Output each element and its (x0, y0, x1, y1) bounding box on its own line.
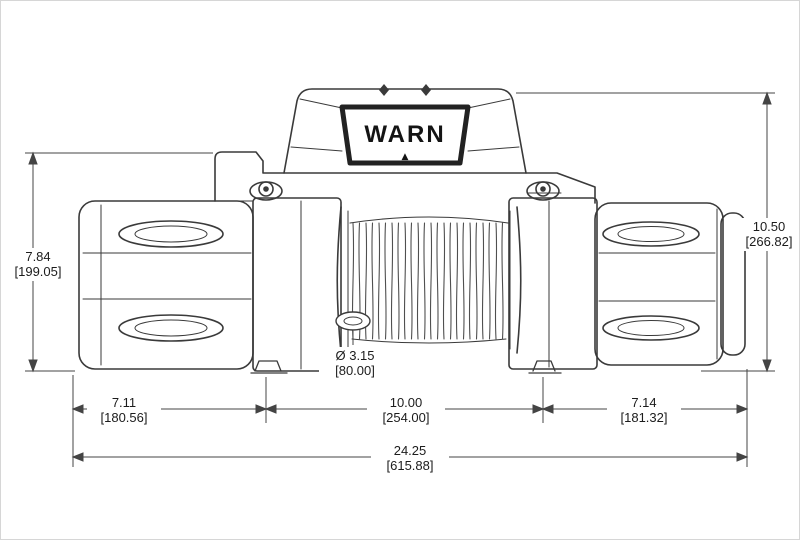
dim-bottom-left-mm: [180.56] (100, 410, 148, 426)
dim-drum-diameter: Ø 3.15 [80.00] (319, 347, 391, 380)
dim-overall-width-in: 24.25 (393, 443, 427, 458)
dim-bottom-center-in: 10.00 (389, 395, 423, 410)
top-cover: WARN ▲ (283, 84, 527, 174)
brand-plate (339, 104, 471, 166)
dim-left-height-in: 7.84 (25, 249, 51, 264)
dim-right-height-in: 10.50 (752, 219, 786, 234)
dim-drum-diameter-mm: [80.00] (335, 363, 375, 379)
cover-bolt-icon (421, 84, 431, 96)
rope-drum (335, 206, 522, 354)
dim-extension-lines (72, 369, 748, 467)
brand-pointer-icon: ▲ (402, 152, 409, 162)
dim-bottom-left-in: 7.11 (111, 395, 137, 410)
left-housing (78, 197, 342, 374)
dim-right-height-mm: [266.82] (745, 234, 793, 250)
brand-logo: WARN (364, 121, 445, 148)
dim-bottom-right: 7.14 [181.32] (607, 394, 681, 427)
dim-bottom-center: 10.00 [254.00] (367, 394, 445, 427)
rope-anchor (335, 311, 371, 331)
tie-bolts (249, 181, 560, 201)
dim-bottom-right-in: 7.14 (631, 395, 657, 410)
dim-bottom-right-mm: [181.32] (620, 410, 668, 426)
dim-overall-width: 24.25 [615.88] (371, 442, 449, 475)
dim-right-height: 10.50 [266.82] (737, 218, 799, 251)
dim-overall-width-mm: [615.88] (386, 458, 434, 474)
right-housing (508, 197, 746, 374)
dim-bottom-center-mm: [254.00] (382, 410, 430, 426)
dim-left-height-mm: [199.05] (14, 264, 62, 280)
dim-drum-diameter-in: Ø 3.15 (335, 348, 375, 363)
cover-bolt-icon (379, 84, 389, 96)
dim-left-height: 7.84 [199.05] (5, 248, 71, 281)
dim-bottom-left: 7.11 [180.56] (87, 394, 161, 427)
rope-coils (351, 222, 504, 340)
winch-body: WARN ▲ (78, 84, 746, 374)
